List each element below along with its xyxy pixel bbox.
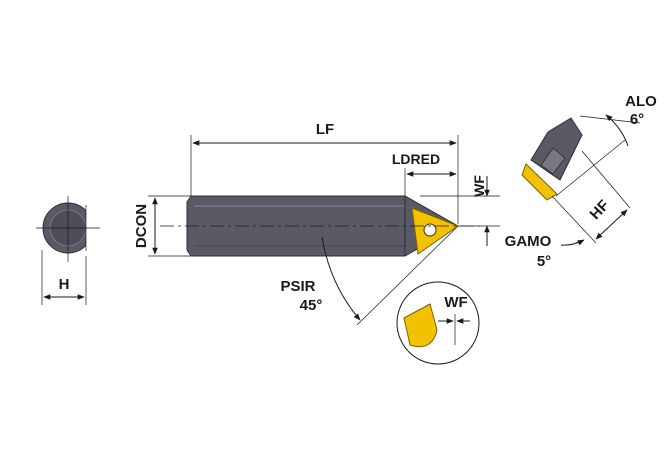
alo-angle-arc [605, 114, 629, 147]
hf-label: HF [587, 197, 613, 223]
gamo-value: 5° [537, 253, 551, 270]
detail-view: WF [396, 281, 480, 365]
gamo-annotation: GAMO 5° [505, 233, 552, 270]
lf-label: LF [316, 121, 334, 138]
wf-dimension: WF [420, 175, 500, 246]
alo-value: 6° [630, 111, 644, 128]
dcon-dimension: DCON [133, 195, 191, 257]
front-view-head [530, 117, 583, 181]
psir-reference-line [356, 225, 459, 326]
dcon-label: DCON [133, 204, 150, 248]
front-view-insert [521, 163, 558, 201]
front-view: HF ALO 6° [521, 93, 657, 246]
hf-dimension-line [595, 209, 628, 240]
front-view-clamp [540, 147, 566, 175]
gamo-angle-arc [560, 239, 585, 246]
alo-label: ALO [625, 93, 657, 110]
hf-extension-top [581, 150, 631, 209]
detail-insert-tip [403, 303, 438, 348]
h-label: H [59, 276, 70, 293]
end-view: H [36, 196, 100, 305]
alo-reference-line [555, 139, 626, 197]
ldred-label: LDRED [392, 151, 440, 167]
gamo-label: GAMO [505, 233, 552, 250]
detail-wf-label: WF [444, 294, 467, 311]
lf-dimension: LF [190, 121, 459, 224]
ldred-dimension: LDRED [392, 151, 457, 196]
side-view [160, 195, 480, 257]
psir-label: PSIR [280, 278, 315, 295]
psir-value: 45° [300, 297, 323, 314]
psir-annotation: PSIR 45° [280, 225, 459, 326]
hf-extension-bottom [551, 195, 597, 244]
psir-angle-arc [321, 236, 361, 321]
insert-screw-hole [423, 223, 437, 237]
wf-label: WF [471, 175, 487, 197]
